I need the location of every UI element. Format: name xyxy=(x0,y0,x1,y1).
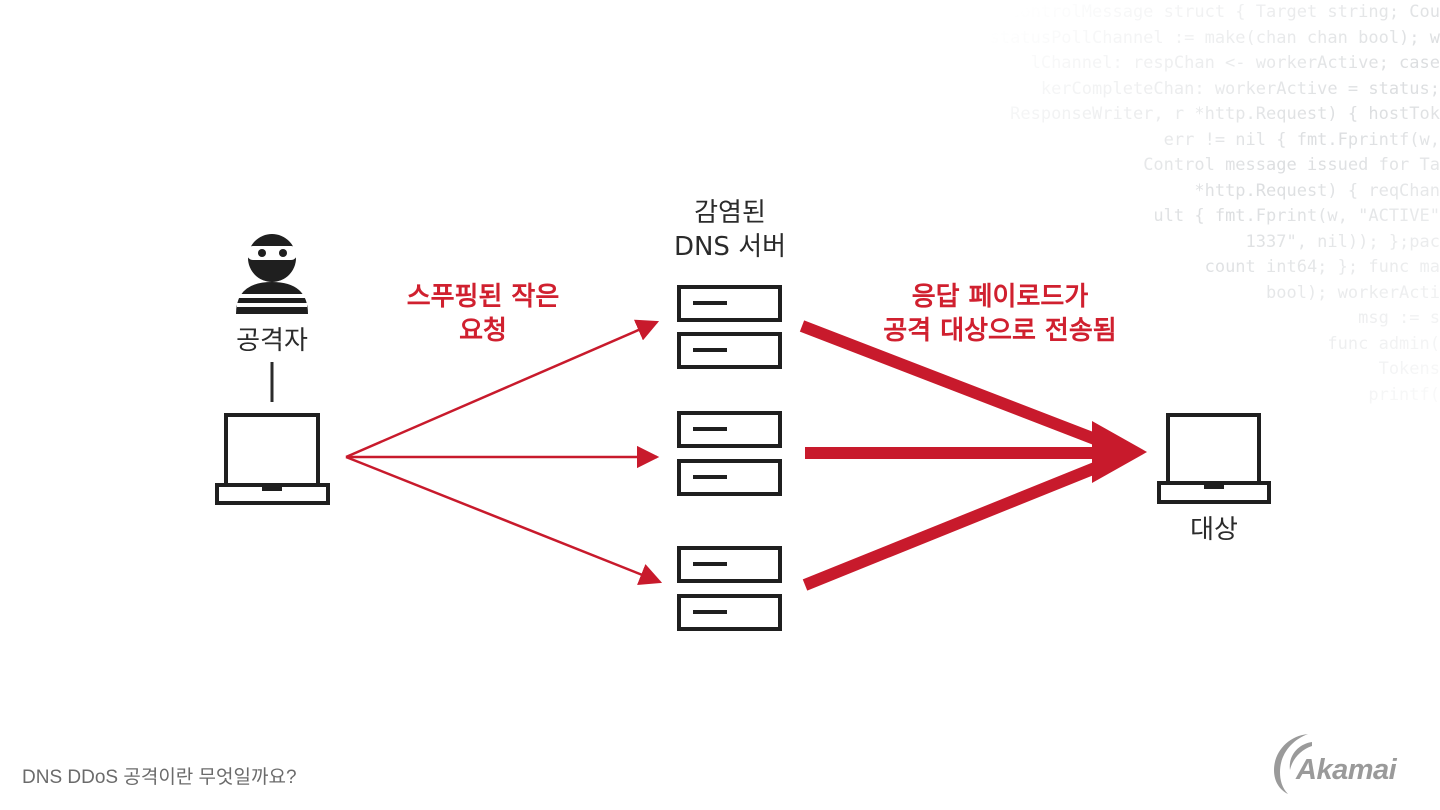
akamai-logo-icon xyxy=(1274,734,1312,794)
code-line: kerCompleteChan: workerActive = status; xyxy=(1040,78,1440,99)
target-label: 대상 xyxy=(1190,515,1238,545)
server-icon-top xyxy=(677,285,782,369)
server-icon-middle xyxy=(677,411,782,496)
code-line: ResponseWriter, r *http.Request) { hostT… xyxy=(1010,104,1440,124)
target-laptop-icon xyxy=(1157,413,1271,504)
servers-label-line1: 감염된 xyxy=(694,198,766,228)
attacker-label: 공격자 xyxy=(236,326,308,356)
code-line: Control message issued for Ta xyxy=(1143,155,1440,175)
code-line: count int64; }; func ma xyxy=(1204,257,1440,277)
spoofed-label-line1: 스푸핑된 작은 xyxy=(406,282,560,312)
payload-label-line1: 응답 페이로드가 xyxy=(911,282,1089,312)
code-line: ult { fmt.Fprint(w, "ACTIVE" xyxy=(1153,206,1440,226)
attacker-icon xyxy=(236,234,308,314)
code-line: err != nil { fmt.Fprintf(w, xyxy=(1163,129,1440,150)
page-caption: DNS DDoS 공격이란 무엇일까요? xyxy=(22,767,297,788)
infected-dns-servers-label: 감염된 DNS 서버 xyxy=(640,196,820,264)
payload-label: 응답 페이로드가 공격 대상으로 전송됨 xyxy=(850,280,1150,348)
request-arrow-top xyxy=(345,319,660,459)
attacker-laptop-icon xyxy=(215,413,330,505)
code-line: msg := s xyxy=(1358,308,1440,328)
request-arrow-bottom xyxy=(345,455,663,585)
server-icon-bottom xyxy=(677,546,782,631)
servers-label-line2: DNS 서버 xyxy=(673,232,787,262)
response-arrow-top xyxy=(799,320,1103,447)
code-line: statusPollChannel := make(chan chan bool… xyxy=(989,27,1440,48)
payload-label-line2: 공격 대상으로 전송됨 xyxy=(883,316,1117,346)
code-line: ype ControlMessage struct { Target strin… xyxy=(969,2,1440,22)
code-line: bool); workerActi xyxy=(1266,282,1440,303)
code-line: *http.Request) { reqChan xyxy=(1194,180,1440,201)
code-line: printf( xyxy=(1368,384,1440,405)
code-line: Tokens xyxy=(1378,359,1440,379)
code-background: ype ControlMessage struct { Target strin… xyxy=(760,0,1440,520)
spoofed-label-line2: 요청 xyxy=(459,316,507,346)
spoofed-requests-label: 스푸핑된 작은 요청 xyxy=(368,280,598,348)
code-line: 1337", nil)); };pac xyxy=(1245,231,1440,252)
code-line: lChannel: respChan <- workerActive; case xyxy=(1030,53,1440,73)
akamai-logo-text: Akamai xyxy=(1296,754,1397,786)
response-arrow-bottom xyxy=(802,460,1103,591)
response-arrowhead xyxy=(1092,421,1147,483)
code-line: func admin( xyxy=(1327,333,1440,354)
